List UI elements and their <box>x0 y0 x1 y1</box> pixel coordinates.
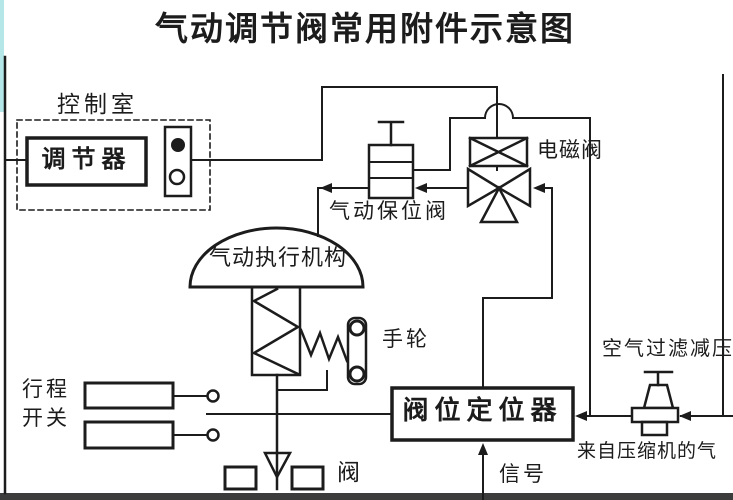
solenoid-valve-bottom-triangle <box>478 185 520 224</box>
arrow-into-solenoid-right <box>533 183 545 193</box>
travel-switch-lower-box <box>83 420 175 450</box>
handwheel-bottom-knob <box>348 365 366 383</box>
valve-label: 阀 <box>337 460 360 485</box>
signal-label: 信号 <box>499 462 547 486</box>
travel-switch-upper-box <box>83 381 175 410</box>
arrow-lockvalve-output <box>320 183 332 193</box>
regulator-bowl <box>640 420 669 437</box>
valve-plug-triangle <box>262 451 293 480</box>
valve-body-right <box>290 465 325 491</box>
solenoid-valve-left-triangle <box>466 166 502 209</box>
diagram-title: 气动调节阀常用附件示意图 <box>155 12 575 48</box>
compressor-air-line <box>680 74 733 417</box>
solenoid-valve-right-triangle <box>496 166 532 209</box>
arrow-into-regulator <box>679 411 691 421</box>
pneumatic-actuator-label: 气动执行机构 <box>208 245 347 270</box>
stem-link-line <box>276 370 328 391</box>
arrow-signal-up <box>478 443 488 455</box>
controller-to-solenoid-wire <box>190 86 498 161</box>
travel-switch-label: 行程 开关 <box>22 377 70 436</box>
valve-body-left <box>223 465 258 491</box>
control-room-label: 控制室 <box>57 92 138 117</box>
valve-positioner-label: 阀位定位器 <box>402 396 563 425</box>
indicator-lamp-filled <box>171 138 185 152</box>
handwheel-label: 手轮 <box>382 327 430 351</box>
positioner-to-solenoid-pipe <box>482 187 553 389</box>
lock-valve-handle <box>377 120 405 147</box>
arrow-into-lockvalve <box>415 183 427 193</box>
actuator-spring-zigzag <box>251 287 301 376</box>
regulator-body <box>630 406 680 424</box>
lock-valve-dividers <box>368 161 414 179</box>
lockvalve-to-actuator-pipe <box>317 187 370 237</box>
handwheel-top-knob <box>348 319 366 337</box>
air-filter-regulator-label: 空气过滤减压 <box>602 338 733 360</box>
travel-switch-upper-contact <box>206 389 220 403</box>
regulator-handle <box>643 370 674 387</box>
indicator-lamp-open <box>168 168 186 186</box>
controller-box <box>25 136 148 187</box>
controller-label: 调节器 <box>41 147 132 173</box>
regulator-bonnet <box>642 383 675 410</box>
bottom-border-bar <box>0 493 733 500</box>
solenoid-valve-label: 电磁阀 <box>537 138 603 162</box>
handwheel-bar <box>346 316 368 386</box>
positioner-box <box>390 386 575 442</box>
travel-switch-label-line2: 开关 <box>22 406 70 431</box>
lock-valve-box <box>367 143 415 200</box>
indicator-box <box>163 125 193 198</box>
handwheel-spring <box>299 328 349 363</box>
left-edge-strip <box>0 0 4 112</box>
air-from-compressor-label: 来自压缩机的气 <box>577 441 718 462</box>
pneumatic-lock-valve-label: 气动保位阀 <box>329 199 449 223</box>
travel-switch-label-line1: 行程 <box>22 377 70 401</box>
actuator-dome <box>188 226 365 289</box>
arrow-into-positioner <box>575 411 587 421</box>
control-room-dashed-box <box>16 119 211 211</box>
lockvalve-air-supply-pipe <box>412 117 451 171</box>
travel-switch-lower-contact <box>206 428 220 442</box>
solenoid-coil-box <box>468 136 529 168</box>
solenoid-coil-cross <box>468 136 529 168</box>
air-main-pipe-with-hop <box>449 103 591 417</box>
